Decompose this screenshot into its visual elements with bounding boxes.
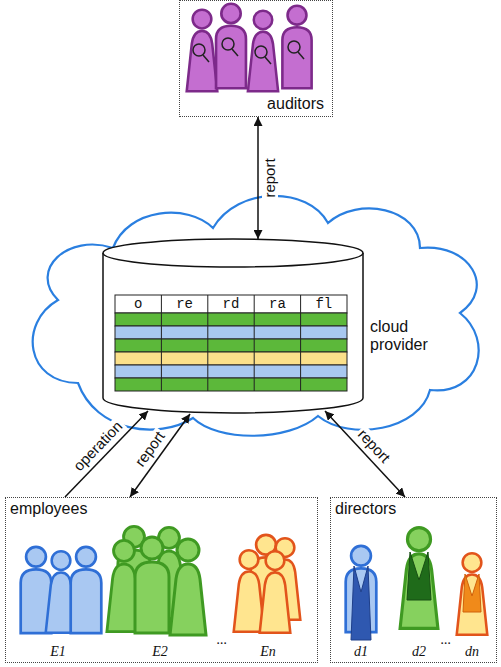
director-figure-yellow [457,553,488,635]
arrow-connector [325,411,405,497]
director-name: dn [465,644,479,660]
node-label: auditors [267,95,324,113]
node-label: cloud provider [370,318,450,354]
group-name: E2 [152,644,168,660]
table-header: ra [269,296,286,312]
arrow-connector [130,414,190,497]
ellipsis: ... [441,632,452,648]
edge-label: report [353,425,394,468]
group-name: E1 [50,644,66,660]
table-header: fl [315,296,332,312]
table [115,295,347,391]
director-figure-blue [346,546,377,640]
auditors-box: auditors [179,0,333,117]
directors-box: directors [330,497,497,663]
table-header: rd [223,296,240,312]
edge-label: report [262,156,278,199]
employee-group-green [107,526,206,635]
cloud-outline [33,196,479,436]
edge-label: operation [69,416,127,475]
employee-group-yellow [234,535,301,633]
node-label: directors [335,500,396,518]
table-header: re [176,296,193,312]
magnifier-glasses [193,38,304,64]
auditor-figures [187,4,312,92]
arrow-connector [257,117,259,239]
director-name: d1 [354,644,368,660]
table-header: o [134,296,142,312]
ellipsis: ... [217,632,228,648]
employees-box: employees [5,497,318,663]
group-name: En [260,644,276,660]
cloud-provider: cloud provider [18,178,485,440]
director-name: d2 [412,644,426,660]
database-cylinder [103,239,363,413]
edge-label: report [131,426,169,470]
employee-group-blue [21,547,102,633]
director-figure-green [400,528,438,629]
node-label: employees [10,500,87,518]
